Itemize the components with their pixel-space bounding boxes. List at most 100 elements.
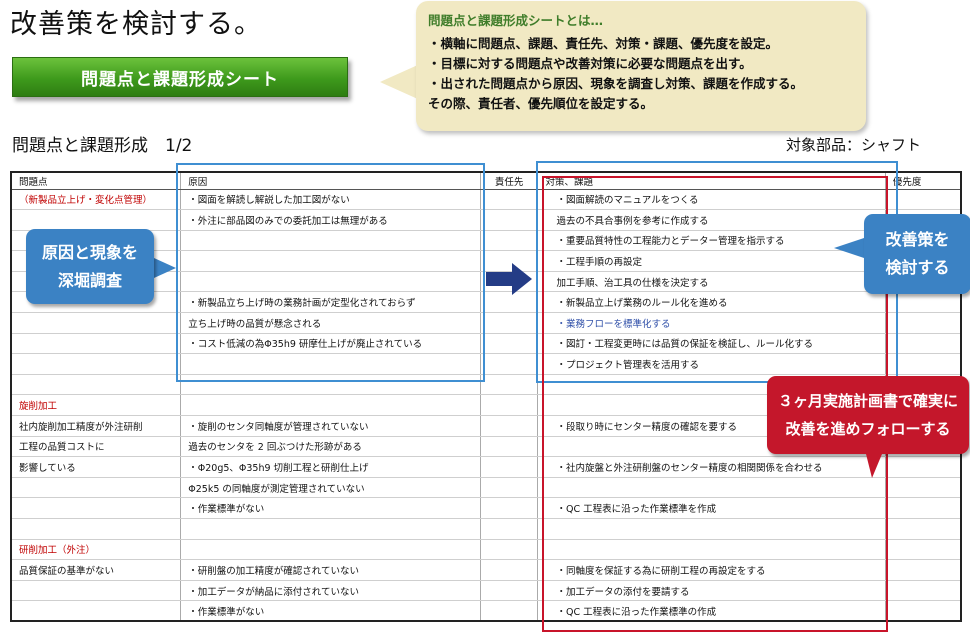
improve-callout-pointer	[834, 238, 864, 258]
priority-cell	[884, 518, 962, 540]
priority-cell	[884, 539, 962, 561]
responsible-cell	[479, 518, 539, 540]
priority-cell	[884, 333, 962, 355]
table-row: ・外注に部品図のみでの委託加工は無理がある過去の不具合事例を参考に作成する	[10, 209, 962, 231]
cause-cell: ・図面を解読し解説した加工図がない	[180, 189, 481, 211]
responsible-cell	[479, 189, 539, 211]
problem-cell	[10, 312, 182, 334]
cause-cell	[180, 374, 481, 396]
priority-cell	[884, 456, 962, 478]
problem-cell	[10, 580, 182, 602]
table-title: 問題点と課題形成 1/2	[12, 136, 193, 156]
cause-cell: ・新製品立ち上げ時の業務計画が定型化されておらず	[180, 291, 481, 314]
responsible-cell	[479, 333, 539, 355]
info-callout-line: ・出された問題点から原因、現象を調査し対策、課題を作成する。	[428, 76, 804, 91]
info-callout-line: ・目標に対する問題点や改善対策に必要な問題点を出す。	[428, 56, 752, 71]
cause-cell: ・コスト低減の為Φ35h9 研摩仕上げが廃止されている	[180, 333, 481, 355]
table-row	[10, 518, 962, 540]
problem-cell	[10, 209, 182, 231]
responsible-cell	[479, 230, 539, 252]
cause-cell: ・研削盤の加工精度が確認されていない	[180, 559, 481, 581]
table-row	[10, 374, 962, 396]
responsible-cell	[479, 539, 539, 561]
investigate-callout-line: 原因と現象を	[41, 242, 138, 262]
cause-cell	[180, 271, 481, 293]
cause-cell	[180, 394, 481, 417]
right-arrow-icon	[486, 263, 532, 295]
responsible-cell	[479, 415, 539, 437]
responsible-cell	[479, 436, 539, 458]
info-callout: 問題点と課題形成シートとは… ・横軸に問題点、課題、責任先、対策・課題、優先度を…	[416, 1, 866, 131]
target-part-label: 対象部品：シャフト	[786, 136, 922, 154]
table-row: ・作業標準がない ・QC 工程表に沿った作業標準を作成	[10, 497, 962, 519]
problem-cell	[10, 477, 182, 499]
followup-callout: ３ヶ月実施計画書で確実に 改善を進めフォローする	[767, 376, 969, 454]
countermeasure-cell	[537, 518, 886, 540]
followup-callout-line: ３ヶ月実施計画書で確実に	[777, 392, 958, 410]
cause-cell	[180, 539, 481, 561]
table-row: 研削加工（外注）	[10, 539, 962, 561]
cause-cell: ・Φ20g5、Φ35h9 切削工程と研削仕上げ	[180, 456, 481, 478]
priority-cell	[884, 353, 962, 375]
responsible-cell	[479, 291, 539, 314]
responsible-cell	[479, 353, 539, 375]
priority-cell	[884, 497, 962, 519]
followup-callout-pointer	[866, 454, 882, 478]
priority-cell	[884, 600, 962, 622]
table-row: 品質保証の基準がない・研削盤の加工精度が確認されていない・同軸度を保証する為に研…	[10, 559, 962, 581]
countermeasure-cell: ・図面解読のマニュアルをつくる	[537, 189, 886, 211]
priority-cell	[884, 559, 962, 581]
investigate-callout-pointer	[154, 258, 176, 278]
table-row: 立ち上げ時の品質が懸念される ・業務フローを標準化する	[10, 312, 962, 334]
problem-cell	[10, 497, 182, 519]
cause-cell: ・加工データが納品に添付されていない	[180, 580, 481, 602]
followup-callout-line: 改善を進めフォローする	[785, 420, 951, 438]
table-row: 影響している・Φ20g5、Φ35h9 切削工程と研削仕上げ・社内旋盤と外注研削盤…	[10, 456, 962, 478]
responsible-cell	[479, 477, 539, 499]
responsible-cell	[479, 312, 539, 334]
problem-cell: 工程の品質コストに	[10, 436, 182, 458]
responsible-cell	[479, 209, 539, 231]
problem-cell: 品質保証の基準がない	[10, 559, 182, 581]
countermeasure-cell	[537, 539, 886, 561]
responsible-cell	[479, 497, 539, 519]
countermeasure-cell: ・QC 工程表に沿った作業標準を作成	[537, 497, 886, 519]
problem-cell: 旋削加工	[10, 394, 182, 417]
cause-highlight-frame	[176, 163, 485, 382]
responsible-cell	[479, 600, 539, 622]
info-callout-line: その際、責任者、優先順位を設定する。	[428, 96, 654, 111]
page-title: 改善策を検討する。	[10, 9, 262, 40]
countermeasure-cell: ・業務フローを標準化する	[537, 312, 886, 334]
cause-cell: ・作業標準がない	[180, 497, 481, 519]
table-row: ・作業標準がない・QC 工程表に沿った作業標準の作成	[10, 600, 962, 622]
countermeasure-cell: ・プロジェクト管理表を活用する	[537, 353, 886, 375]
responsible-cell	[479, 374, 539, 396]
table-row: Φ25k5 の同軸度が測定管理されていない	[10, 477, 962, 499]
cause-cell: ・外注に部品図のみでの委託加工は無理がある	[180, 209, 481, 231]
cause-cell	[180, 250, 481, 272]
header-responsible: 責任先	[479, 172, 539, 190]
priority-cell	[884, 189, 962, 211]
problem-cell	[10, 333, 182, 355]
responsible-cell	[479, 456, 539, 478]
responsible-cell	[479, 580, 539, 602]
cause-cell	[180, 230, 481, 252]
problem-cell	[10, 353, 182, 375]
priority-cell	[884, 580, 962, 602]
priority-cell	[884, 477, 962, 499]
cause-cell	[180, 353, 481, 375]
cause-cell: 立ち上げ時の品質が懸念される	[180, 312, 481, 334]
header-priority: 優先度	[884, 172, 962, 190]
countermeasure-cell	[537, 477, 886, 499]
cause-cell	[180, 518, 481, 540]
responsible-cell	[479, 394, 539, 417]
cause-cell: ・作業標準がない	[180, 600, 481, 622]
header-problem: 問題点	[10, 172, 182, 190]
investigate-callout-line: 深堀調査	[57, 270, 122, 290]
info-callout-line: ・横軸に問題点、課題、責任先、対策・課題、優先度を設定。	[428, 36, 779, 51]
info-callout-title: 問題点と課題形成シートとは…	[428, 13, 604, 28]
header-cause: 原因	[180, 172, 481, 190]
priority-cell	[884, 312, 962, 334]
cause-cell: Φ25k5 の同軸度が測定管理されていない	[180, 477, 481, 499]
countermeasure-cell: ・加工データの添付を要請する	[537, 580, 886, 602]
